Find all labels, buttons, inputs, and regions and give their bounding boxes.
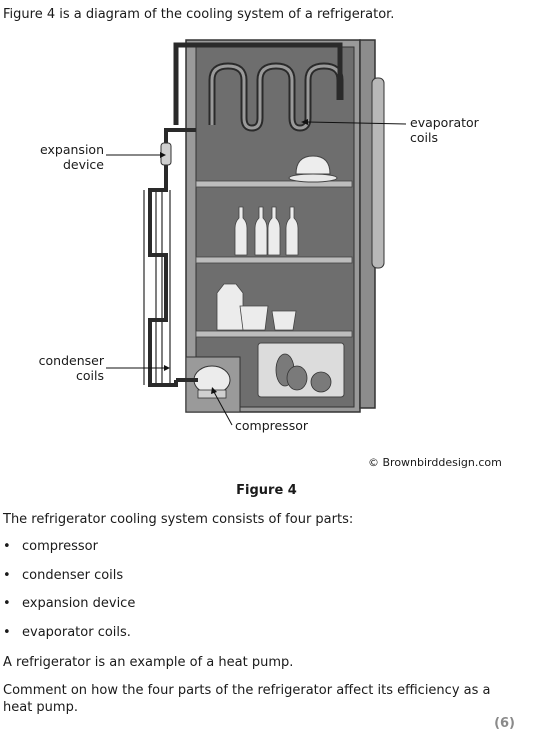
list-item: • evaporator coils.: [3, 625, 135, 654]
label-expansion-device: expansion device: [20, 142, 104, 172]
shelf-top: [195, 180, 353, 188]
part-expansion-device: expansion device: [22, 596, 136, 612]
question-text: Comment on how the four parts of the ref…: [3, 683, 491, 715]
parts-list: • compressor • condenser coils • expansion …: [3, 539, 135, 654]
bullet-glyph: •: [3, 567, 11, 583]
label-compressor: compressor: [235, 418, 308, 433]
bullet-glyph: •: [3, 596, 11, 612]
food-plate: [288, 173, 338, 183]
list-item: • condenser coils: [3, 568, 135, 597]
marks-indicator: (6): [494, 716, 515, 731]
label-evaporator-line2: coils: [410, 130, 438, 145]
part-evaporator-coils: evaporator coils.: [22, 625, 131, 641]
statement-text: A refrigerator is an example of a heat p…: [3, 655, 294, 670]
part-compressor: compressor: [22, 539, 98, 554]
refrigerator-diagram: [106, 39, 407, 426]
label-evaporator-line1: evaporator: [410, 115, 479, 130]
label-expansion-line1: expansion: [40, 142, 104, 157]
shelf-bottom: [195, 330, 353, 338]
label-condenser-line2: coils: [76, 368, 104, 383]
label-condenser-line1: condenser: [38, 353, 104, 368]
intro-text: Figure 4 is a diagram of the cooling sys…: [3, 7, 395, 22]
list-item: • expansion device: [3, 596, 135, 625]
copyright-notice: © Brownbirddesign.com: [368, 456, 502, 469]
condenser-coil-path: [148, 160, 178, 387]
condenser-fins: [143, 190, 171, 385]
leader-compressor: [213, 391, 233, 426]
leader-evaporator: [307, 121, 407, 125]
list-item: • compressor: [3, 539, 135, 568]
food-burger: [295, 155, 331, 175]
carton-and-cups: [216, 283, 297, 331]
bullet-glyph: •: [3, 625, 11, 641]
part-condenser-coils: condenser coils: [22, 567, 124, 583]
bullet-glyph: •: [3, 539, 11, 554]
label-condenser-coils: condenser coils: [20, 353, 104, 383]
shelf-middle: [195, 256, 353, 264]
label-expansion-line2: device: [62, 157, 104, 172]
bottles: [234, 206, 299, 256]
produce: [275, 353, 332, 393]
parts-intro: The refrigerator cooling system consists…: [3, 512, 354, 527]
label-evaporator-coils: evaporator coils: [410, 115, 520, 145]
figure-caption: Figure 4: [236, 483, 297, 498]
door-handle: [371, 77, 385, 269]
